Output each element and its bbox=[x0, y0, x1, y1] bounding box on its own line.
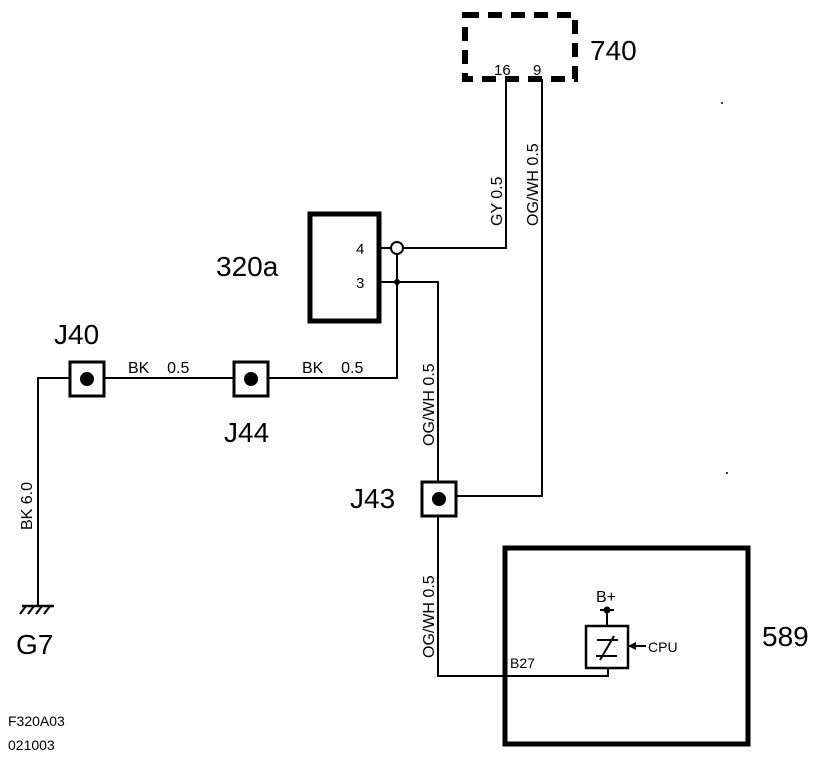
component-320a-pin-4: 4 bbox=[356, 241, 364, 258]
component-740-box bbox=[462, 12, 578, 82]
wire-bk-ground bbox=[37, 377, 70, 606]
junction-dot bbox=[394, 279, 400, 285]
component-589-label: 589 bbox=[762, 621, 809, 652]
component-320a-label: 320a bbox=[216, 251, 279, 282]
speck bbox=[726, 472, 728, 474]
connector-j44: J44 bbox=[224, 360, 270, 448]
connector-j40: J40 bbox=[54, 319, 106, 398]
wires bbox=[37, 79, 609, 677]
wire-label-ogwh-top: OG/WH 0.5 bbox=[525, 143, 542, 226]
component-589: 589 B+ CPU B27 bbox=[502, 545, 809, 747]
diagram-date: 021003 bbox=[8, 737, 55, 753]
wire-ogwh-j43-589 bbox=[437, 514, 609, 677]
connector-j43: J43 bbox=[350, 480, 458, 518]
component-320a-box bbox=[307, 211, 382, 324]
component-320a-pin-3: 3 bbox=[356, 275, 364, 292]
component-320a: 320a 4 3 bbox=[216, 211, 382, 324]
wire-label-bk-ground: BK 6.0 bbox=[19, 482, 36, 530]
ground-g7-label: G7 bbox=[16, 629, 53, 660]
speck bbox=[721, 102, 723, 104]
transistor-switch-icon bbox=[584, 606, 646, 670]
wire-label-bk-j44-320a: BK 0.5 bbox=[302, 360, 363, 377]
component-589-cpu-label: CPU bbox=[648, 639, 678, 655]
component-589-bplus-label: B+ bbox=[596, 589, 616, 606]
component-589-box bbox=[502, 545, 751, 747]
component-740-label: 740 bbox=[590, 35, 637, 66]
cpu-arrow-icon bbox=[628, 642, 636, 650]
component-740-pin-16: 16 bbox=[494, 62, 511, 79]
component-740: 740 16 9 bbox=[462, 12, 637, 82]
wire-label-bk-j40-j44: BK 0.5 bbox=[128, 360, 189, 377]
connector-j40-label: J40 bbox=[54, 319, 99, 350]
wire-ogwh-740-j43 bbox=[456, 79, 543, 497]
wire-label-ogwh-bottom: OG/WH 0.5 bbox=[421, 575, 438, 658]
wire-label-ogwh-mid: OG/WH 0.5 bbox=[421, 363, 438, 446]
crossover-circle bbox=[390, 241, 404, 255]
connector-j44-label: J44 bbox=[224, 417, 269, 448]
diagram-code: F320A03 bbox=[8, 713, 65, 729]
wire-label-gy: GY 0.5 bbox=[489, 176, 506, 226]
component-740-pin-9: 9 bbox=[533, 62, 541, 79]
connector-j43-label: J43 bbox=[350, 483, 395, 514]
ground-g7: G7 bbox=[16, 604, 54, 660]
wire-bk-j44-320a bbox=[266, 254, 398, 379]
component-589-pin-b27: B27 bbox=[510, 655, 535, 671]
wire-gy bbox=[397, 79, 507, 249]
